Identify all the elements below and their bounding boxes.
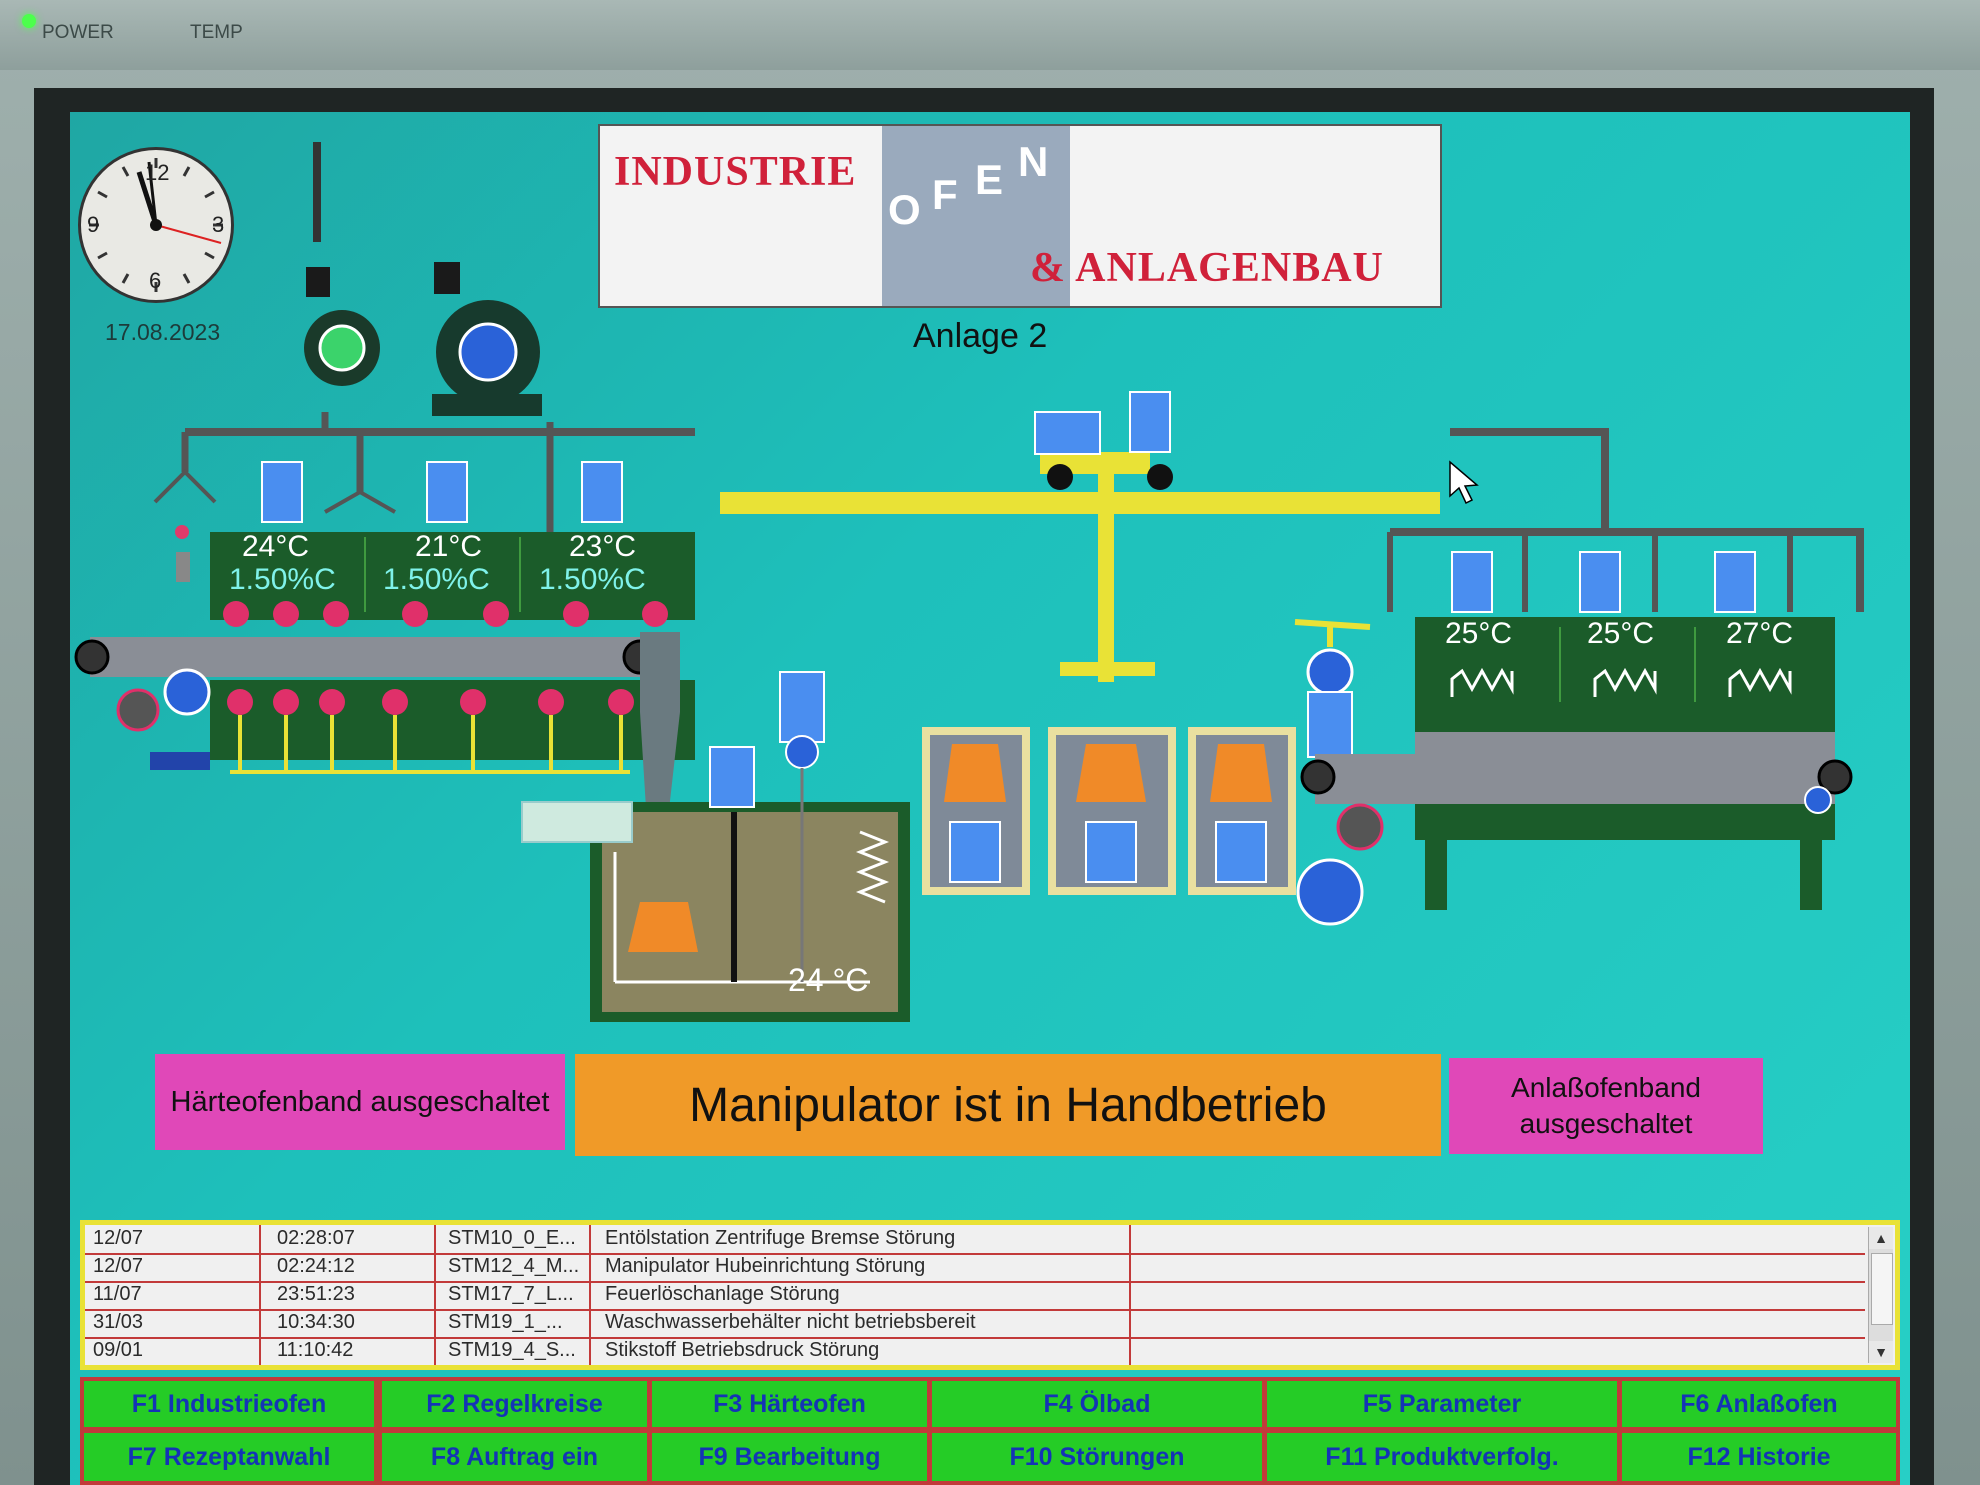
clock-date: 17.08.2023 (105, 319, 221, 345)
quench-temp: 24 °C (788, 962, 869, 998)
hardening-belt-status: Härteofenband ausgeschaltet (155, 1054, 565, 1150)
fkey-f10[interactable]: F10 Störungen (932, 1433, 1262, 1481)
drive-motor-icon (163, 668, 211, 716)
temper-zone2-temp: 25°C (1587, 617, 1655, 650)
alarm-date: 09/01 (93, 1339, 144, 1361)
alarm-date: 12/07 (93, 1227, 144, 1249)
logo-letter: O (888, 186, 921, 233)
alarm-time: 02:28:07 (277, 1227, 355, 1249)
alarm-time: 11:10:42 (277, 1339, 354, 1361)
tempering-belt-status: Anlaßofenband ausgeschaltet (1449, 1058, 1763, 1154)
fkey-f1[interactable]: F1 Industrieofen (84, 1381, 374, 1427)
burner-motor-icon (1451, 551, 1756, 613)
bezel-top (0, 0, 1980, 70)
hmi-screen: 12 3 6 9 17.08.2023 INDUSTRIE O F E N & … (70, 112, 1910, 1485)
alarm-text: Stikstoff Betriebsdruck Störung (605, 1339, 880, 1361)
wash-station (1188, 727, 1296, 895)
fkey-f6[interactable]: F6 Anlaßofen (1622, 1381, 1896, 1427)
zone2-carbon: 1.50%C (383, 563, 490, 596)
alarm-date: 11/07 (93, 1283, 142, 1305)
burner-motor-icon (261, 461, 623, 523)
fkey-f3[interactable]: F3 Härteofen (652, 1381, 927, 1427)
zone3-temp: 23°C (569, 530, 637, 563)
zone1-temp: 24°C (242, 530, 310, 563)
logo-text-anlagenbau: & ANLAGENBAU (1030, 245, 1384, 291)
manipulator-status: Manipulator ist in Handbetrieb (575, 1054, 1441, 1156)
mouse-cursor-icon (1449, 460, 1479, 505)
temp-label: TEMP (190, 22, 243, 43)
workpiece-basket-icon (628, 902, 698, 952)
logo-text-industrie: INDUSTRIE (614, 149, 857, 195)
clock-numeral: 12 (145, 160, 170, 185)
scroll-down-icon[interactable]: ▼ (1869, 1341, 1893, 1363)
alarm-text: Manipulator Hubeinrichtung Störung (605, 1255, 926, 1277)
alarm-grid (259, 1225, 1131, 1365)
alarm-code: STM10_0_E... (448, 1227, 576, 1249)
clock-numeral: 9 (87, 212, 100, 237)
alarm-time: 10:34:30 (277, 1311, 355, 1333)
alarm-text: Feuerlöschanlage Störung (605, 1283, 840, 1305)
alarm-code: STM19_4_S... (448, 1339, 576, 1361)
fkey-f7[interactable]: F7 Rezeptanwahl (84, 1433, 374, 1481)
alarm-code: STM12_4_M... (448, 1255, 580, 1277)
alarm-row[interactable]: 12/07 02:24:12 STM12_4_M... Manipulator … (85, 1253, 1865, 1283)
logo-letter: N (1018, 138, 1049, 185)
zone3-carbon: 1.50%C (539, 563, 646, 596)
alarm-row[interactable]: 09/01 11:10:42 STM19_4_S... Stikstoff Be… (85, 1337, 1865, 1365)
clock-numeral: 6 (149, 268, 162, 293)
logo-band (882, 126, 1070, 306)
zone1-carbon: 1.50%C (229, 563, 336, 596)
agitator-motor-icon (709, 746, 755, 808)
fkey-f2[interactable]: F2 Regelkreise (382, 1381, 647, 1427)
alarm-row[interactable]: 12/07 02:28:07 STM10_0_E... Entölstation… (85, 1225, 1865, 1255)
alarm-text: Waschwasserbehälter nicht betriebsbereit (605, 1311, 976, 1333)
scroll-thumb[interactable] (1871, 1253, 1893, 1325)
alarm-code: STM19_1_... (448, 1311, 563, 1333)
fkey-f8[interactable]: F8 Auftrag ein (382, 1433, 647, 1481)
wash-station (1048, 727, 1176, 895)
heating-coil-icon (1450, 667, 1792, 697)
fkey-f5[interactable]: F5 Parameter (1267, 1381, 1617, 1427)
power-label: POWER (42, 22, 114, 43)
pump-motor-icon (779, 671, 825, 743)
alarm-row[interactable]: 31/03 10:34:30 STM19_1_... Waschwasserbe… (85, 1309, 1865, 1339)
clock-numeral: 3 (212, 212, 225, 237)
alarm-code: STM17_7_L... (448, 1283, 574, 1305)
power-led-icon (22, 14, 36, 28)
fkey-f12[interactable]: F12 Historie (1622, 1433, 1896, 1481)
alarm-time: 23:51:23 (277, 1283, 355, 1305)
temper-zone3-temp: 27°C (1726, 617, 1794, 650)
fkey-f4[interactable]: F4 Ölbad (932, 1381, 1262, 1427)
wash-station (922, 727, 1030, 895)
alarm-scrollbar[interactable]: ▲ ▼ (1868, 1227, 1893, 1363)
manipulator-rail (720, 492, 1440, 514)
fkey-f9[interactable]: F9 Bearbeitung (652, 1433, 927, 1481)
alarm-time: 02:24:12 (277, 1255, 355, 1277)
logo-letter: E (975, 156, 1004, 203)
fkey-f11[interactable]: F11 Produktverfolg. (1267, 1433, 1617, 1481)
alarm-list[interactable]: 12/07 02:28:07 STM10_0_E... Entölstation… (80, 1220, 1900, 1370)
logo-letter: F (932, 171, 958, 218)
scroll-up-icon[interactable]: ▲ (1869, 1227, 1893, 1249)
alarm-date: 12/07 (93, 1255, 144, 1277)
temper-zone1-temp: 25°C (1445, 617, 1513, 650)
zone2-temp: 21°C (415, 530, 483, 563)
analog-clock: 12 3 6 9 (78, 147, 234, 303)
alarm-date: 31/03 (93, 1311, 144, 1333)
function-key-bar: F1 Industrieofen F2 Regelkreise F3 Härte… (80, 1377, 1900, 1485)
process-diagram (74, 142, 1864, 1022)
alarm-text: Entölstation Zentrifuge Bremse Störung (605, 1227, 956, 1249)
plant-title: Anlage 2 (913, 317, 1048, 355)
drive-motor-icon (1296, 858, 1364, 926)
alarm-row[interactable]: 11/07 23:51:23 STM17_7_L... Feuerlöschan… (85, 1281, 1865, 1311)
company-logo: INDUSTRIE O F E N & ANLAGENBAU (598, 124, 1442, 308)
